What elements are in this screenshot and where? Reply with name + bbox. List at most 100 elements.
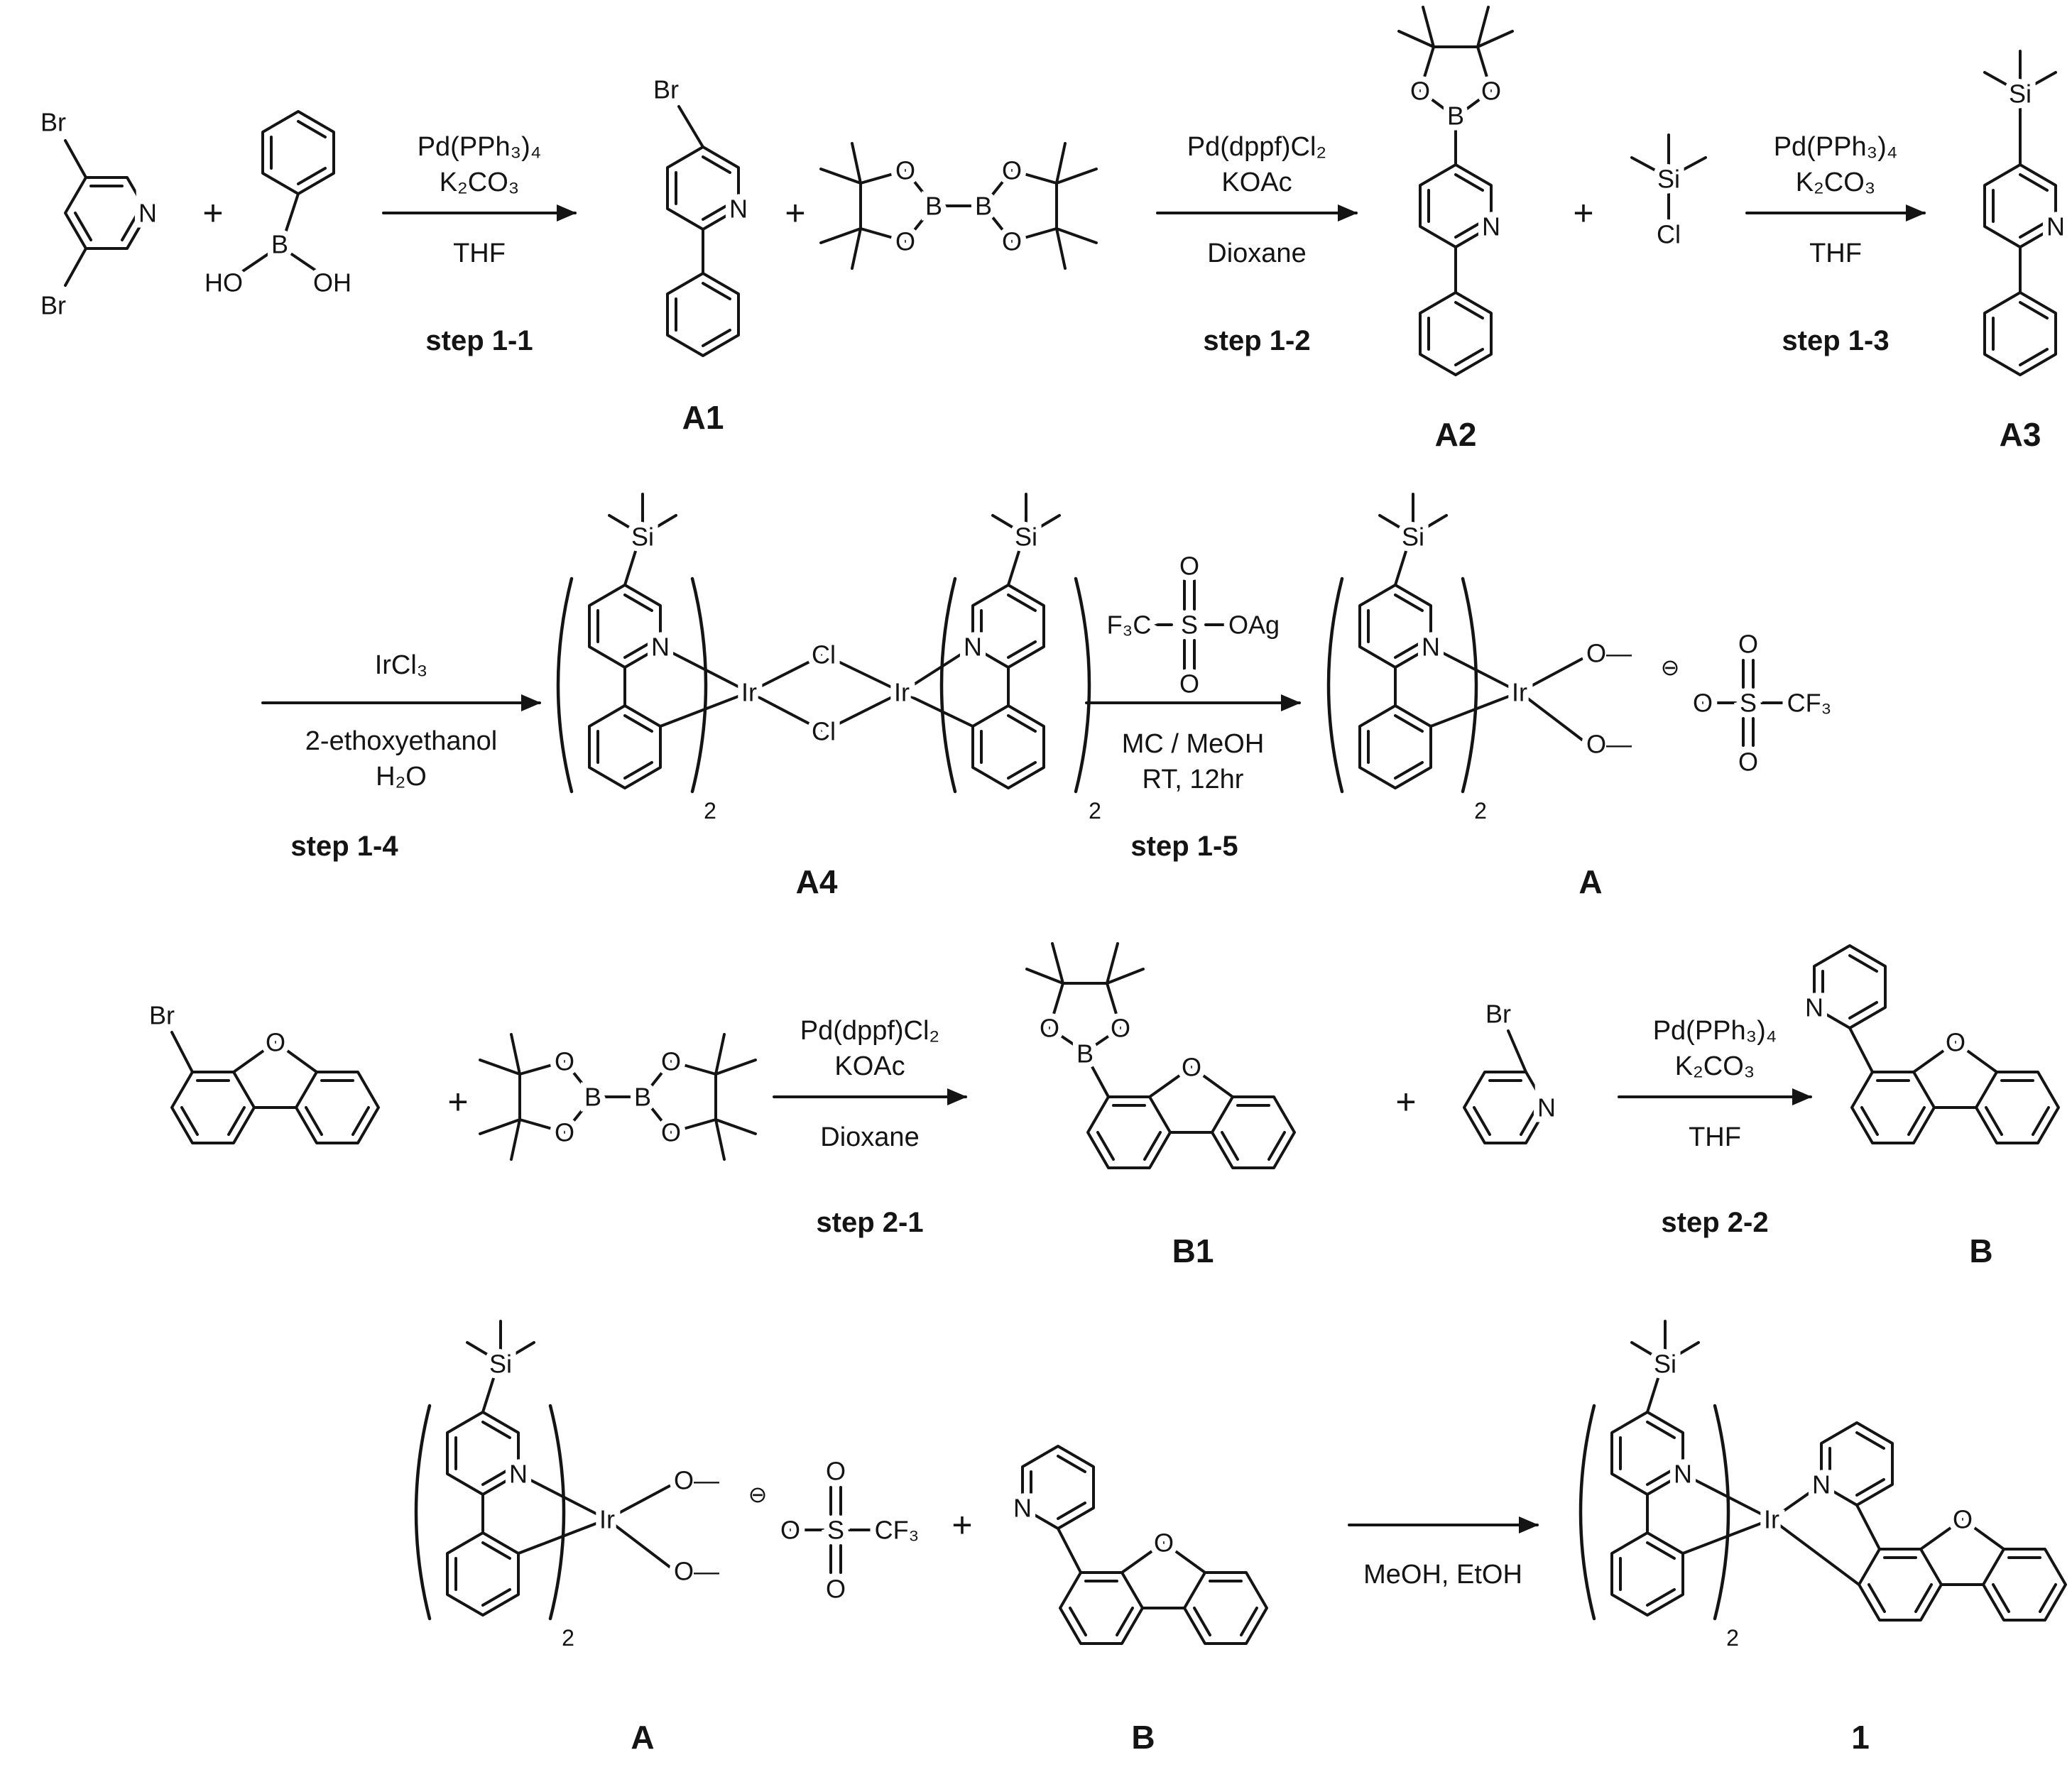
atom-o-ligand: O— (674, 1466, 719, 1495)
pyridine-ring (588, 584, 662, 669)
atom-si: Si (1654, 1350, 1676, 1379)
condition-base: KOAc (1221, 168, 1292, 197)
atom-o: O (661, 1118, 681, 1147)
atom-s: S (1740, 689, 1757, 718)
benzene-ring (1983, 291, 2057, 376)
condition-solvent: MC / MeOH (1122, 729, 1265, 759)
paren-left (1326, 576, 1344, 794)
atom-ir: Ir (1764, 1505, 1779, 1534)
condition-reagent: IrCl₃ (375, 650, 428, 680)
reaction-arrow-step-1-3: Pd(PPh₃)₄ K₂CO₃ THF step 1-3 (1745, 132, 1926, 356)
bonds (1150, 579, 1226, 670)
struct-bromodibenzofuran: Br O (143, 995, 380, 1144)
benzene-ring (1610, 1531, 1684, 1617)
atom-o: O (1040, 1014, 1059, 1043)
atom-n: N (964, 633, 982, 662)
atom-ir: Ir (741, 678, 757, 707)
reaction-arrow-step-1-4: IrCl₃ 2-ethoxyethanol H₂O step 1-4 (261, 650, 541, 862)
condition-solvent: Dioxane (820, 1122, 919, 1152)
atom-n: N (1537, 1093, 1556, 1122)
bonds (1025, 942, 1234, 1134)
condition-catalyst: Pd(PPh₃)₄ (1653, 1016, 1777, 1046)
bonds (1378, 493, 1583, 741)
atom-o: O (895, 227, 915, 256)
subscript-2: 2 (1089, 798, 1101, 824)
struct-diboron-1: B B O O O O (819, 142, 1098, 270)
atom-o: O (1154, 1529, 1174, 1558)
atom-o: O (266, 1028, 285, 1057)
compound-label-a1: A1 (682, 399, 724, 436)
condition-solvent: MeOH, EtOH (1363, 1560, 1522, 1590)
pyridine-ring (1820, 1421, 1894, 1507)
plus-sign: + (447, 1082, 468, 1122)
atom-cl: Cl (1657, 220, 1681, 249)
paren-left (939, 576, 957, 794)
struct-bromopyridine: N Br (1463, 994, 1561, 1144)
pyridine-ring (1021, 1445, 1095, 1530)
pyridine-ring (1463, 1071, 1548, 1144)
atom-o: O (1953, 1505, 1973, 1534)
benzene-ring (1850, 1071, 1936, 1144)
step-label: step 1-2 (1203, 325, 1310, 356)
reaction-arrow-step-2-2: Pd(PPh₃)₄ K₂CO₃ THF step 2-2 (1618, 1016, 1812, 1238)
condition-base: KOAc (834, 1051, 905, 1081)
atom-b: B (634, 1083, 651, 1112)
pyridine-ring (446, 1411, 520, 1496)
struct-phenylboronic-acid: B HO OH (199, 110, 357, 303)
step-label: step 2-2 (1661, 1207, 1768, 1238)
atom-ho: HO (205, 268, 243, 297)
step-label: step 2-1 (816, 1207, 923, 1238)
subscript-2: 2 (1726, 1625, 1739, 1651)
atom-n: N (509, 1460, 528, 1489)
reaction-arrow-final: MeOH, EtOH (1348, 1516, 1539, 1590)
atom-br: Br (149, 1001, 175, 1030)
compound-label-b: B (1131, 1719, 1155, 1756)
benzene-ring (1059, 1571, 1144, 1645)
pyridine-ring (1358, 584, 1432, 669)
struct-silver-triflate: F₃C S O O OAg (1101, 546, 1285, 704)
atom-si: Si (1015, 523, 1037, 552)
step-label: step 1-1 (425, 325, 533, 356)
struct-a-row4: Si N Ir O— O— 2 ⊖ O S CF₃ O O A (414, 1320, 925, 1756)
bonds (608, 493, 1061, 733)
compound-label-a2: A2 (1435, 416, 1477, 453)
compound-label-b1: B1 (1172, 1232, 1214, 1269)
atom-oag: OAg (1228, 611, 1280, 640)
atom-o: O (1410, 77, 1430, 106)
paren-right (1461, 576, 1478, 794)
paren-left (1578, 1404, 1596, 1621)
pyridine-ring (64, 176, 149, 250)
atom-o: O (1002, 227, 1022, 256)
triflate-bonds (789, 1486, 877, 1574)
condition-base: K₂CO₃ (440, 168, 520, 197)
compound-label-a: A (631, 1719, 654, 1756)
atom-cf3: CF₃ (875, 1516, 920, 1545)
atom-br: Br (653, 75, 679, 104)
atom-o: O (826, 1575, 846, 1604)
reaction-arrow-step-1-2: Pd(dppf)Cl₂ KOAc Dioxane step 1-2 (1156, 132, 1358, 356)
compound-label-b: B (1969, 1232, 1992, 1269)
atom-cl: Cl (812, 717, 836, 746)
benzene-ring (446, 1531, 520, 1617)
atom-b: B (925, 192, 942, 221)
bonds (1630, 1320, 2005, 1586)
atom-n: N (138, 199, 157, 228)
atom-o: O (895, 156, 915, 185)
atom-o-ligand: O— (1586, 639, 1632, 668)
condition-catalyst: Pd(PPh₃)₄ (418, 132, 542, 162)
pyridine-ring (1983, 163, 2057, 248)
struct-b: N O B (1799, 944, 2060, 1269)
benzene-ring (666, 272, 740, 357)
plus-sign: + (952, 1505, 972, 1545)
step-label: step 1-5 (1130, 831, 1238, 862)
benzene-ring (170, 1071, 256, 1144)
charge-minus-icon: ⊖ (1661, 655, 1680, 680)
atom-si: Si (1657, 165, 1680, 194)
compound-label-1: 1 (1851, 1719, 1870, 1756)
condition-catalyst: Pd(PPh₃)₄ (1774, 132, 1898, 162)
triflate-bonds (1701, 659, 1789, 747)
plus-sign: + (1395, 1082, 1416, 1122)
pyridine-ring (1419, 163, 1493, 248)
atom-n: N (1812, 1470, 1831, 1499)
